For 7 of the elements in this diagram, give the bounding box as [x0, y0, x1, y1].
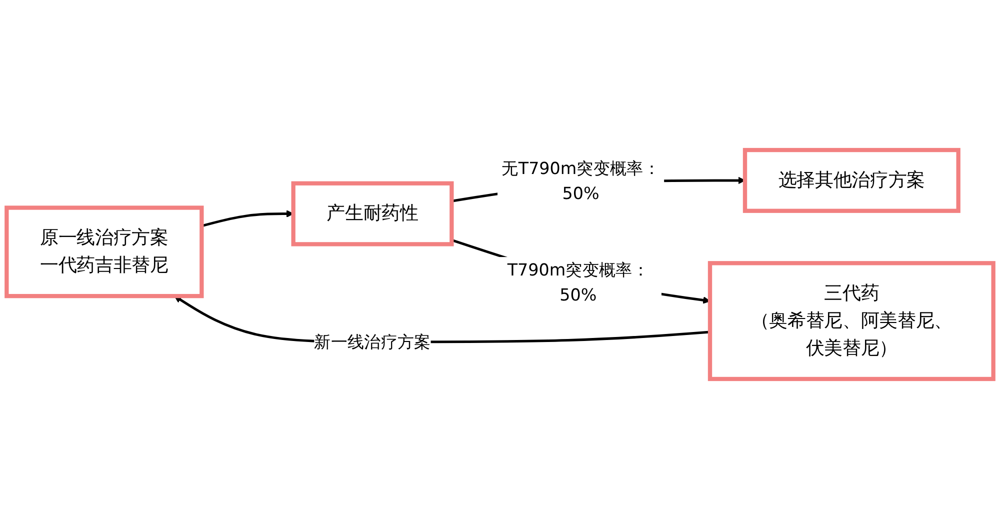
node-box: 产生耐药性: [291, 181, 454, 246]
node-box: 三代药 （奥希替尼、阿美替尼、伏美替尼）: [708, 261, 996, 382]
edge-label: 无T790m突变概率：50%: [502, 158, 660, 203]
node-box: 选择其他治疗方案: [742, 148, 960, 213]
edge-label: 新一线治疗方案: [314, 332, 431, 352]
node-box: 原一线治疗方案 一代药吉非替尼: [4, 206, 204, 298]
edge-label: T790m突变概率：50%: [507, 260, 649, 305]
